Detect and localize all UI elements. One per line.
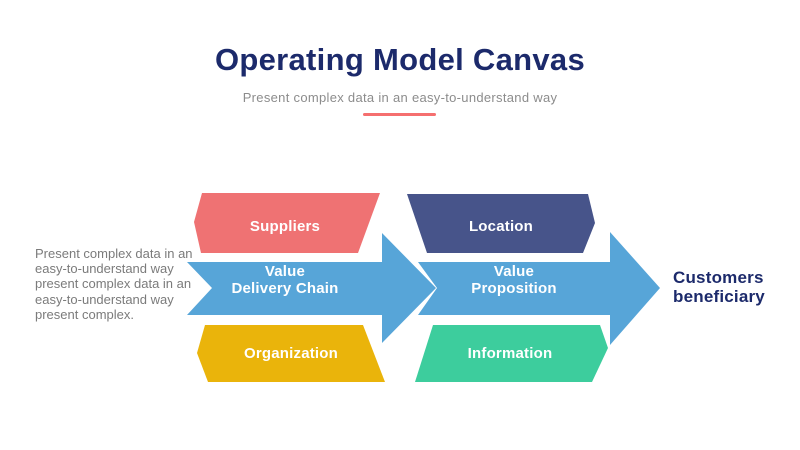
- organization-label: Organization: [243, 345, 339, 362]
- information-shape: [415, 325, 608, 382]
- customers-beneficiary-label: Customers beneficiary: [673, 268, 800, 306]
- value-proposition-label-line2: Proposition: [471, 280, 557, 297]
- value-proposition-arrow: [418, 232, 660, 345]
- value-delivery-chain-label-line1: Value: [264, 263, 306, 280]
- customers-beneficiary-line1: Customers: [673, 268, 764, 287]
- page-subtitle: Present complex data in an easy-to-under…: [242, 90, 558, 105]
- value-proposition-label: Value Proposition: [434, 263, 594, 297]
- title-underline-accent: [363, 113, 436, 116]
- value-delivery-chain-label-line2: Delivery Chain: [231, 280, 339, 297]
- suppliers-shape: [194, 193, 380, 253]
- value-proposition-label-line1: Value: [493, 263, 535, 280]
- value-delivery-chain-label: Value Delivery Chain: [205, 263, 365, 297]
- information-label: Information: [467, 345, 553, 362]
- location-label: Location: [468, 218, 534, 235]
- location-shape: [407, 194, 595, 253]
- suppliers-label: Suppliers: [249, 218, 321, 235]
- value-delivery-chain-arrow: [187, 233, 436, 343]
- page-title: Operating Model Canvas: [214, 42, 586, 77]
- organization-shape: [197, 325, 385, 382]
- customers-beneficiary-line2: beneficiary: [673, 286, 765, 306]
- description-text: Present complex data in an easy-to-under…: [35, 246, 193, 322]
